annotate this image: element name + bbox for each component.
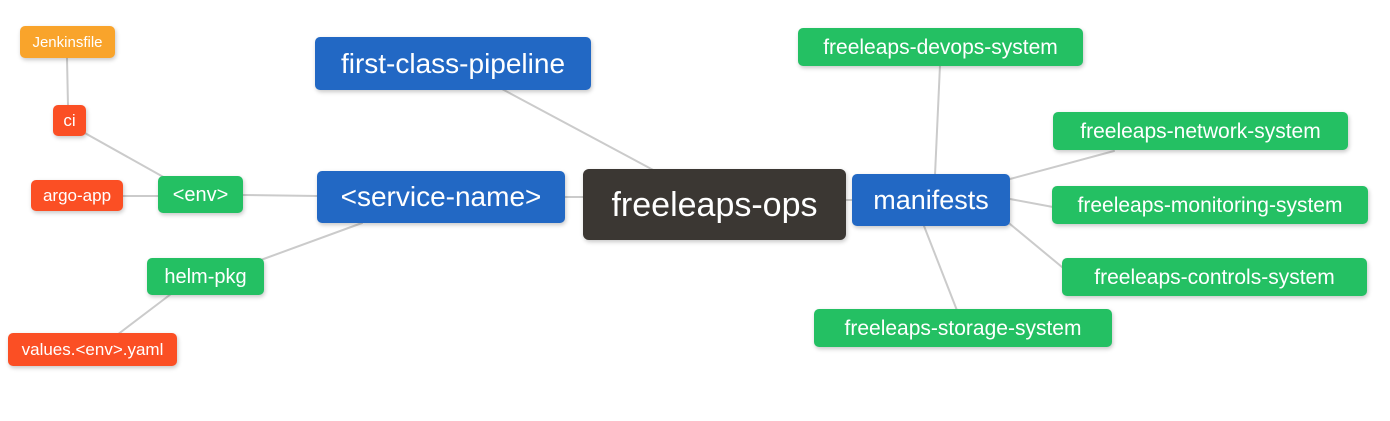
edge-manifests-monitoring — [1009, 198, 1054, 208]
edge-manifests-controls — [1009, 223, 1069, 273]
edge-jenkinsfile-ci — [66, 57, 69, 107]
node-service-name[interactable]: <service-name> — [317, 171, 565, 223]
node-manifests[interactable]: manifests — [852, 174, 1010, 226]
edge-pipeline-root — [501, 88, 658, 173]
node-values-env-yaml[interactable]: values.<env>.yaml — [8, 333, 177, 366]
edge-helm-pkg-values — [116, 293, 172, 336]
node-argo-app[interactable]: argo-app — [31, 180, 123, 211]
node-freeleaps-network-system[interactable]: freeleaps-network-system — [1053, 112, 1348, 150]
node-jenkinsfile[interactable]: Jenkinsfile — [20, 26, 115, 58]
node-freeleaps-ops-root[interactable]: freeleaps-ops — [583, 169, 846, 240]
edge-manifests-storage — [923, 225, 959, 314]
node-helm-pkg[interactable]: helm-pkg — [147, 258, 264, 295]
node-freeleaps-devops-system[interactable]: freeleaps-devops-system — [798, 28, 1083, 66]
node-ci[interactable]: ci — [53, 105, 86, 136]
node-freeleaps-controls-system[interactable]: freeleaps-controls-system — [1062, 258, 1367, 296]
node-env[interactable]: <env> — [158, 176, 243, 213]
edge-manifests-devops — [934, 64, 941, 176]
node-first-class-pipeline[interactable]: first-class-pipeline — [315, 37, 591, 90]
edge-ci-env — [82, 131, 168, 180]
edge-env-service-name — [241, 194, 319, 197]
edge-manifests-network — [1009, 150, 1115, 180]
edge-helm-pkg-service-name — [257, 222, 363, 262]
node-freeleaps-monitoring-system[interactable]: freeleaps-monitoring-system — [1052, 186, 1368, 224]
node-freeleaps-storage-system[interactable]: freeleaps-storage-system — [814, 309, 1112, 347]
